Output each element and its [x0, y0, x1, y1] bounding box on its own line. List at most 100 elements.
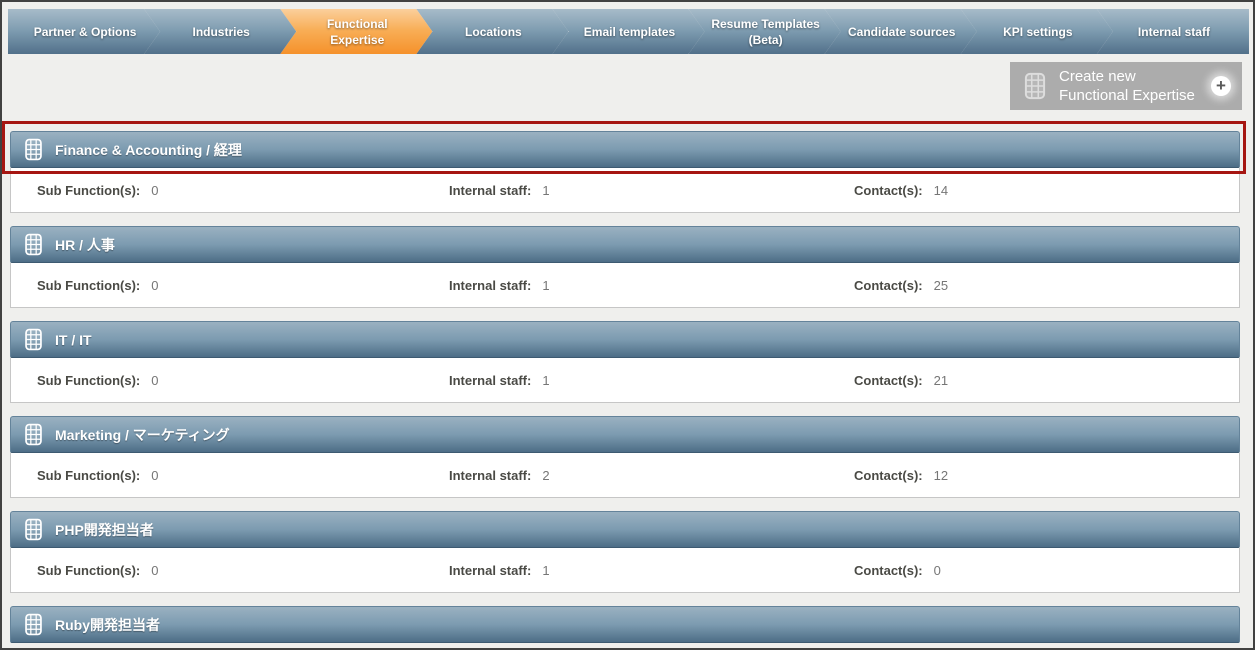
create-button-label-line2: Functional Expertise — [1059, 87, 1195, 104]
internal-staff-label: Internal staff: — [449, 562, 532, 578]
internal-staff-label: Internal staff: — [449, 372, 532, 388]
tab-partner-options[interactable]: Partner & Options — [8, 9, 160, 54]
internal-staff-stat: Internal staff: 2 — [449, 468, 854, 483]
panel-title: IT / IT — [55, 331, 92, 348]
sub-functions-stat: Sub Function(s): 0 — [37, 563, 449, 578]
internal-staff-value: 1 — [542, 562, 550, 578]
functional-expertise-panel: PHP開発担当者 Sub Function(s): 0 Internal sta… — [10, 511, 1240, 593]
contacts-label: Contact(s): — [854, 562, 923, 578]
sub-functions-value: 0 — [151, 467, 159, 483]
panel-title: HR / 人事 — [55, 236, 115, 253]
tab-label: Internal staff — [1137, 24, 1210, 39]
internal-staff-label: Internal staff: — [449, 182, 532, 198]
sub-functions-stat: Sub Function(s): 0 — [37, 373, 449, 388]
create-button-label: Create new Functional Expertise — [1059, 67, 1200, 105]
functional-expertise-panel: Finance & Accounting / 経理 Sub Function(s… — [10, 131, 1240, 213]
panel-header[interactable]: Marketing / マーケティング — [10, 416, 1240, 453]
tab-kpi-settings[interactable]: KPI settings — [961, 9, 1113, 54]
sub-functions-label: Sub Function(s): — [37, 277, 141, 293]
contacts-stat: Contact(s): 12 — [854, 468, 1239, 483]
internal-staff-label: Internal staff: — [449, 277, 532, 293]
panel-header[interactable]: PHP開発担当者 — [10, 511, 1240, 548]
tab-label: Candidate sources — [848, 24, 956, 39]
panel-header[interactable]: Ruby開発担当者 — [10, 606, 1240, 643]
settings-tab-bar: Partner & Options Industries Functional Ex… — [8, 9, 1249, 54]
tab-locations[interactable]: Locations — [416, 9, 568, 54]
tab-label: KPI settings — [1003, 24, 1073, 39]
internal-staff-stat: Internal staff: 1 — [449, 563, 854, 578]
panel-title: PHP開発担当者 — [55, 521, 154, 538]
create-button-label-line1: Create new — [1059, 68, 1136, 85]
building-icon — [25, 518, 42, 541]
internal-staff-stat: Internal staff: 1 — [449, 183, 854, 198]
tab-internal-staff[interactable]: Internal staff — [1096, 9, 1249, 54]
building-icon — [25, 138, 42, 161]
sub-functions-value: 0 — [151, 372, 159, 388]
sub-functions-value: 0 — [151, 562, 159, 578]
sub-functions-label: Sub Function(s): — [37, 467, 141, 483]
contacts-value: 12 — [933, 467, 949, 483]
internal-staff-value: 1 — [542, 277, 550, 293]
building-icon — [25, 328, 42, 351]
panel-stats-row: Sub Function(s): 0 Internal staff: 1 Con… — [10, 168, 1240, 213]
panel-stats-row: Sub Function(s): 0 Internal staff: 2 Con… — [10, 453, 1240, 498]
tab-label: Partner & Options — [33, 24, 137, 39]
building-icon — [25, 233, 42, 256]
panel-title: Marketing / マーケティング — [55, 426, 230, 443]
internal-staff-stat: Internal staff: 1 — [449, 373, 854, 388]
tab-industries[interactable]: Industries — [144, 9, 296, 54]
panel-header[interactable]: HR / 人事 — [10, 226, 1240, 263]
contacts-value: 25 — [933, 277, 949, 293]
sub-functions-label: Sub Function(s): — [37, 182, 141, 198]
tab-email-templates[interactable]: Email templates — [552, 9, 704, 54]
functional-expertise-panel: Marketing / マーケティング Sub Function(s): 0 I… — [10, 416, 1240, 498]
sub-functions-stat: Sub Function(s): 0 — [37, 183, 449, 198]
panel-header[interactable]: IT / IT — [10, 321, 1240, 358]
tab-label: Industries — [192, 24, 250, 39]
contacts-stat: Contact(s): 25 — [854, 278, 1239, 293]
contacts-label: Contact(s): — [854, 182, 923, 198]
building-icon — [1024, 72, 1046, 100]
sub-functions-value: 0 — [151, 182, 159, 198]
sub-functions-stat: Sub Function(s): 0 — [37, 468, 449, 483]
internal-staff-label: Internal staff: — [449, 467, 532, 483]
internal-staff-value: 1 — [542, 372, 550, 388]
internal-staff-value: 2 — [542, 467, 550, 483]
tab-label: Email templates — [583, 24, 676, 39]
plus-icon[interactable]: + — [1211, 76, 1231, 96]
panel-stats-row: Sub Function(s): 0 Internal staff: 1 Con… — [10, 358, 1240, 403]
create-new-functional-expertise-button[interactable]: Create new Functional Expertise + — [1010, 62, 1242, 110]
building-icon — [25, 423, 42, 446]
panel-header[interactable]: Finance & Accounting / 経理 — [10, 131, 1240, 168]
contacts-stat: Contact(s): 0 — [854, 563, 1239, 578]
tab-resume-templates-beta[interactable]: Resume Templates (Beta) — [689, 9, 841, 54]
contacts-label: Contact(s): — [854, 467, 923, 483]
contacts-stat: Contact(s): 21 — [854, 373, 1239, 388]
contacts-value: 0 — [933, 562, 941, 578]
functional-expertise-panel: Ruby開発担当者 — [10, 606, 1240, 643]
panel-title: Finance & Accounting / 経理 — [55, 141, 242, 158]
tab-label: Resume Templates (Beta) — [711, 16, 820, 47]
functional-expertise-panel: HR / 人事 Sub Function(s): 0 Internal staf… — [10, 226, 1240, 308]
panel-title: Ruby開発担当者 — [55, 616, 160, 633]
internal-staff-value: 1 — [542, 182, 550, 198]
contacts-label: Contact(s): — [854, 277, 923, 293]
sub-functions-value: 0 — [151, 277, 159, 293]
contacts-label: Contact(s): — [854, 372, 923, 388]
internal-staff-stat: Internal staff: 1 — [449, 278, 854, 293]
tab-candidate-sources[interactable]: Candidate sources — [825, 9, 977, 54]
contacts-value: 21 — [933, 372, 949, 388]
functional-expertise-panel: IT / IT Sub Function(s): 0 Internal staf… — [10, 321, 1240, 403]
sub-functions-label: Sub Function(s): — [37, 562, 141, 578]
functional-expertise-list: Finance & Accounting / 経理 Sub Function(s… — [10, 131, 1240, 643]
tab-functional-expertise[interactable]: Functional Expertise — [280, 9, 432, 54]
sub-functions-label: Sub Function(s): — [37, 372, 141, 388]
panel-stats-row: Sub Function(s): 0 Internal staff: 1 Con… — [10, 263, 1240, 308]
sub-functions-stat: Sub Function(s): 0 — [37, 278, 449, 293]
contacts-value: 14 — [933, 182, 949, 198]
contacts-stat: Contact(s): 14 — [854, 183, 1239, 198]
tab-label: Functional Expertise — [326, 16, 388, 47]
tab-label: Locations — [465, 24, 522, 39]
panel-stats-row: Sub Function(s): 0 Internal staff: 1 Con… — [10, 548, 1240, 593]
